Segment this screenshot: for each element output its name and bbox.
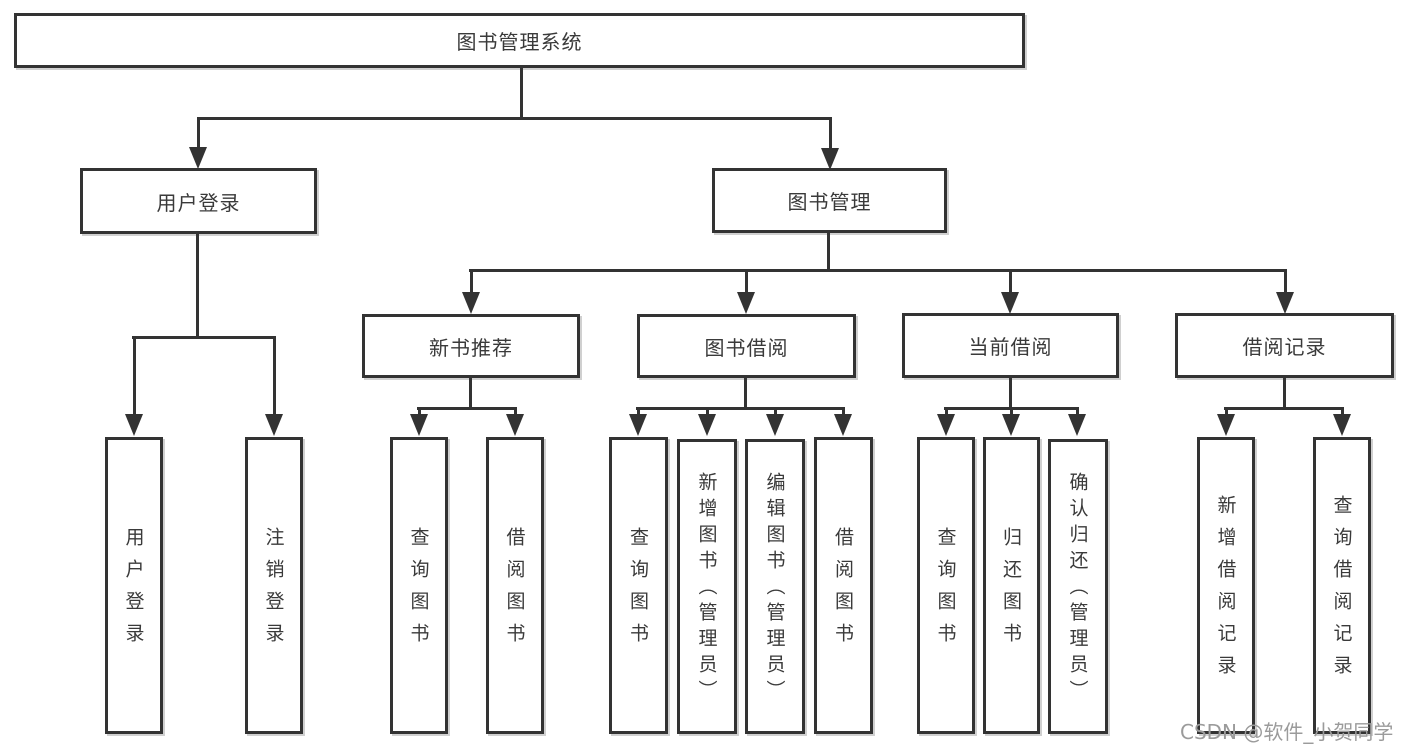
leaf-add-borrow-record: 新增借阅记录 xyxy=(1197,437,1255,734)
leaf-borrow-book: 借阅图书 xyxy=(486,437,544,734)
arrow-leaf xyxy=(1333,409,1351,436)
arrow-leaf xyxy=(410,409,428,436)
arrow-to-current-borrow xyxy=(1001,271,1019,314)
connector-new-book-stem xyxy=(469,378,472,410)
arrowhead-icon xyxy=(1217,414,1235,436)
leaf-query-borrow-record: 查询借阅记录 xyxy=(1313,437,1371,734)
arrow-to-borrow-record xyxy=(1276,271,1294,314)
leaf-query-book: 查询图书 xyxy=(917,437,975,734)
node-borrow-record: 借阅记录 xyxy=(1175,313,1394,378)
connector-book-mgmt-stem xyxy=(827,233,830,272)
arrow-leaf xyxy=(834,409,852,436)
connector-level2-split xyxy=(197,117,832,120)
arrowhead-icon xyxy=(1002,414,1020,436)
node-new-book-recommend: 新书推荐 xyxy=(362,314,580,378)
arrow-to-book-borrow xyxy=(737,271,755,314)
leaf-borrow-book: 借阅图书 xyxy=(814,437,873,734)
connector-new-book-split xyxy=(417,407,517,410)
arrowhead-icon xyxy=(1001,292,1019,314)
arrowhead-icon xyxy=(410,414,428,436)
arrow-leaf xyxy=(1217,409,1235,436)
arrow-leaf xyxy=(629,409,647,436)
arrowhead-icon xyxy=(766,414,784,436)
leaf-query-book: 查询图书 xyxy=(609,437,668,734)
connector-borrow-record-stem xyxy=(1283,378,1286,410)
arrowhead-icon xyxy=(1333,414,1351,436)
arrow-to-book-management xyxy=(821,119,839,170)
connector-book-borrow-split xyxy=(636,407,845,410)
arrow-leaf xyxy=(1068,409,1086,436)
arrow-to-user-login xyxy=(189,119,207,169)
arrowhead-icon xyxy=(834,414,852,436)
arrowhead-icon xyxy=(265,414,283,436)
connector-user-login-stem xyxy=(196,234,199,338)
arrowhead-icon xyxy=(737,292,755,314)
arrow-to-new-book xyxy=(462,271,480,314)
leaf-return-book: 归还图书 xyxy=(983,437,1040,734)
csdn-watermark: CSDN @软件_小贺同学 xyxy=(1180,720,1394,744)
arrow-to-logout-leaf xyxy=(265,338,283,436)
arrow-leaf xyxy=(1002,409,1020,436)
connector-user-login-split xyxy=(132,336,276,339)
node-current-borrow: 当前借阅 xyxy=(902,313,1119,378)
arrow-to-user-login-leaf xyxy=(125,338,143,436)
arrow-leaf xyxy=(937,409,955,436)
node-book-borrow: 图书借阅 xyxy=(637,314,856,378)
connector-level3-split xyxy=(469,269,1287,272)
arrow-leaf xyxy=(698,409,716,436)
arrowhead-icon xyxy=(698,414,716,436)
node-user-login: 用户登录 xyxy=(80,168,317,234)
connector-borrow-record-split xyxy=(1224,407,1344,410)
arrowhead-icon xyxy=(1276,292,1294,314)
arrow-leaf xyxy=(506,409,524,436)
leaf-user-login: 用户登录 xyxy=(105,437,163,734)
arrow-leaf xyxy=(766,409,784,436)
arrowhead-icon xyxy=(629,414,647,436)
connector-current-borrow-stem xyxy=(1009,378,1012,410)
connector-book-borrow-stem xyxy=(744,378,747,410)
arrowhead-icon xyxy=(125,414,143,436)
leaf-logout: 注销登录 xyxy=(245,437,303,734)
leaf-query-book: 查询图书 xyxy=(390,437,448,734)
leaf-add-book-admin: 新增图书（管理员） xyxy=(677,439,737,734)
connector-root-stem xyxy=(520,68,523,119)
arrowhead-icon xyxy=(1068,414,1086,436)
arrowhead-icon xyxy=(937,414,955,436)
arrowhead-icon xyxy=(189,147,207,169)
arrowhead-icon xyxy=(462,292,480,314)
node-library-management-system: 图书管理系统 xyxy=(14,13,1025,68)
node-book-management: 图书管理 xyxy=(712,168,947,233)
leaf-confirm-return-admin: 确认归还（管理员） xyxy=(1048,439,1108,734)
leaf-edit-book-admin: 编辑图书（管理员） xyxy=(745,439,805,734)
arrowhead-icon xyxy=(821,148,839,170)
arrowhead-icon xyxy=(506,414,524,436)
connector-current-borrow-split xyxy=(944,407,1079,410)
